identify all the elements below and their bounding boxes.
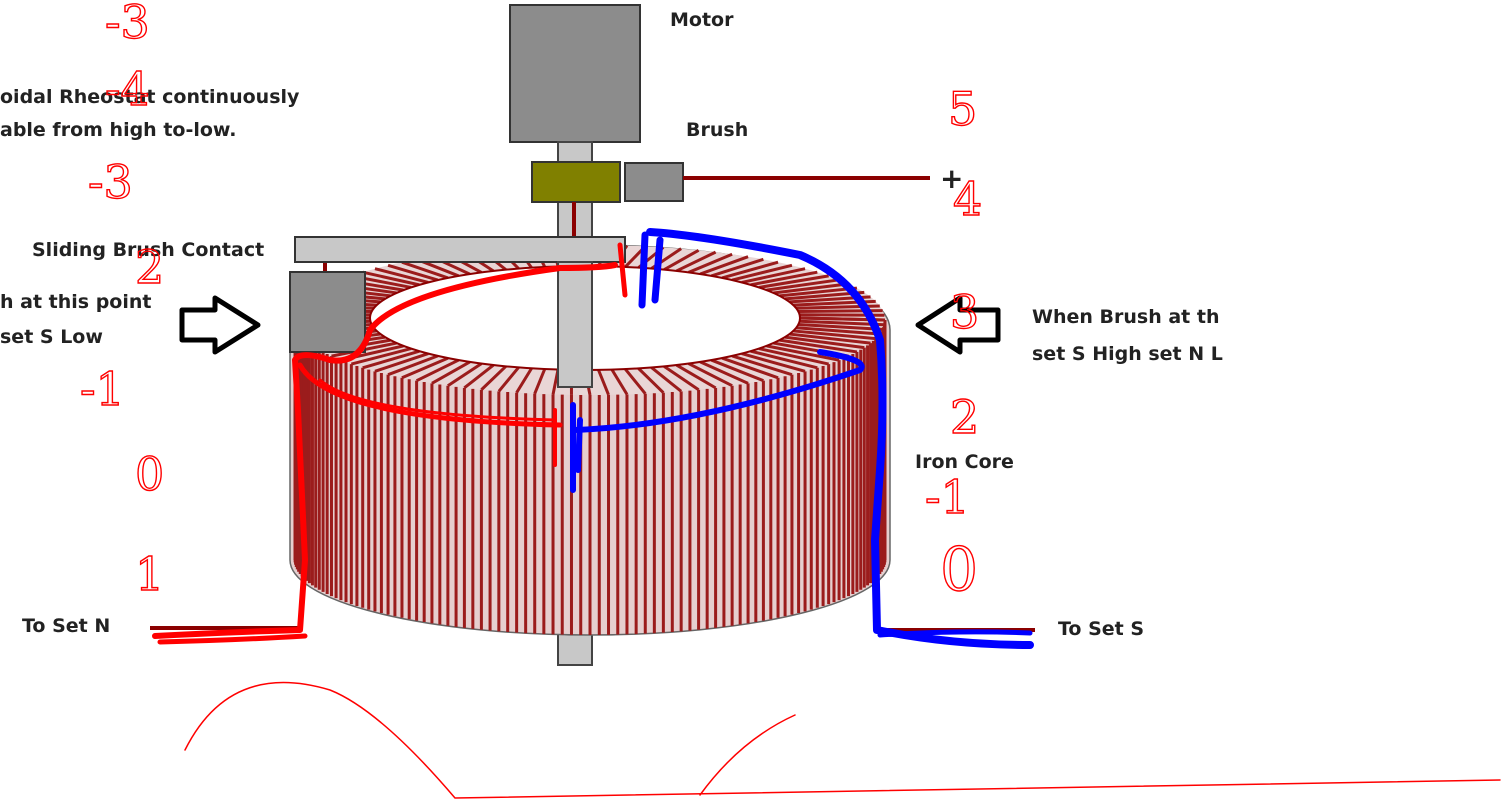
- coil-winding-top: [387, 354, 439, 377]
- arrow-left-icon: [915, 295, 1001, 355]
- coil-winding-top: [650, 366, 683, 393]
- hw-right-1: 4: [953, 172, 982, 226]
- coil-winding-top: [675, 363, 717, 390]
- coil-winding-top: [597, 369, 610, 396]
- left-note-line-2: set S Low: [0, 326, 103, 348]
- coil-winding-top: [624, 368, 647, 395]
- blue-ink-path: [570, 228, 1034, 649]
- sliding-contact-label: Sliding Brush Contact: [32, 239, 264, 261]
- brush-label: Brush: [686, 119, 748, 141]
- coil-winding-top: [447, 362, 483, 387]
- coil-winding-top: [796, 326, 880, 336]
- brush: [624, 162, 684, 202]
- coil-winding-top: [798, 323, 883, 331]
- coil-winding-top: [374, 352, 429, 373]
- coil-winding-top: [731, 263, 793, 282]
- right-note-line-1: When Brush at th: [1032, 306, 1219, 328]
- coil-winding-top: [480, 365, 507, 391]
- left-note-line-1: h at this point: [0, 291, 151, 313]
- coil-winding-top: [710, 257, 764, 278]
- coil-winding-top: [758, 274, 829, 289]
- right-note-line-2: set S High set N L: [1032, 343, 1223, 365]
- hw-left-4: -1: [80, 362, 125, 416]
- hw-right-3: 2: [950, 390, 979, 444]
- coil-winding-top: [415, 358, 460, 383]
- coil-winding-top: [374, 267, 429, 284]
- coil-winding-top: [784, 335, 865, 350]
- coil-winding-top: [721, 356, 779, 380]
- title-line-1: oidal Rheostat continuously: [0, 86, 300, 108]
- coil-winding-top: [779, 286, 858, 298]
- coil-winding-top: [387, 263, 439, 282]
- coil-winding-top: [497, 366, 520, 393]
- hw-right-4: -1: [925, 470, 970, 524]
- coil-winding-top: [779, 338, 858, 354]
- coil-winding-top: [773, 282, 849, 295]
- coil-winding-top: [362, 349, 420, 370]
- coil-winding-top: [362, 270, 420, 287]
- to-set-s-label: To Set S: [1058, 618, 1144, 640]
- coil-winding-top: [463, 363, 495, 390]
- motor-label: Motor: [670, 9, 734, 31]
- hw-right-2: 3: [950, 285, 979, 339]
- coil-winding-top: [515, 367, 533, 394]
- coil-winding-top: [687, 252, 733, 274]
- coil-winding-top: [766, 278, 840, 292]
- coil-winding-top: [750, 349, 818, 370]
- motor: [509, 4, 641, 143]
- coil-winding-top: [350, 347, 412, 366]
- shaft-front: [557, 261, 593, 388]
- plus-sign: +: [940, 162, 963, 195]
- coil-winding-top: [789, 332, 871, 345]
- brush-holder: [531, 161, 621, 203]
- red-ink-path: [152, 242, 1501, 799]
- coil-winding-top: [758, 347, 829, 366]
- coil-winding-top: [610, 368, 629, 396]
- coil-winding-top: [675, 250, 717, 273]
- arrow-right-icon: [179, 295, 261, 355]
- coil-winding-top: [750, 270, 818, 287]
- title-line-2: able from high to-low.: [0, 119, 236, 141]
- hw-left-6: 1: [135, 547, 164, 601]
- coil-winding-top: [766, 344, 840, 362]
- hw-right-0: 5: [948, 82, 977, 136]
- coil-winding-top: [533, 368, 547, 395]
- coil-winding-top: [663, 248, 700, 271]
- coil-winding-top: [431, 360, 471, 385]
- hw-right-5: 0: [940, 535, 978, 605]
- hw-left-5: 0: [135, 447, 164, 501]
- coil-winding-top: [721, 260, 779, 280]
- coil-winding-top: [793, 329, 876, 341]
- coil-winding-top: [741, 267, 806, 284]
- hw-left-3: 2: [135, 240, 164, 294]
- to-set-n-label: To Set N: [22, 615, 110, 637]
- hw-left-2: -3: [88, 155, 133, 209]
- coil-winding-top: [699, 360, 749, 385]
- coil-winding-top: [663, 365, 700, 391]
- sliding-brush-contact: [289, 271, 366, 353]
- coil-winding-top: [741, 352, 806, 373]
- coil-winding-top: [401, 356, 449, 380]
- hw-left-0: -3: [105, 0, 150, 49]
- coil-winding-top: [401, 260, 449, 280]
- hw-left-1: -4: [105, 62, 150, 116]
- brush-arm: [294, 236, 626, 263]
- coil-winding-top: [710, 358, 764, 383]
- coil-winding-top: [699, 255, 749, 276]
- coil-winding-top: [637, 367, 665, 394]
- coil-winding-top: [731, 354, 793, 377]
- iron-core-label: Iron Core: [915, 451, 1014, 473]
- coil-winding-top: [687, 362, 733, 388]
